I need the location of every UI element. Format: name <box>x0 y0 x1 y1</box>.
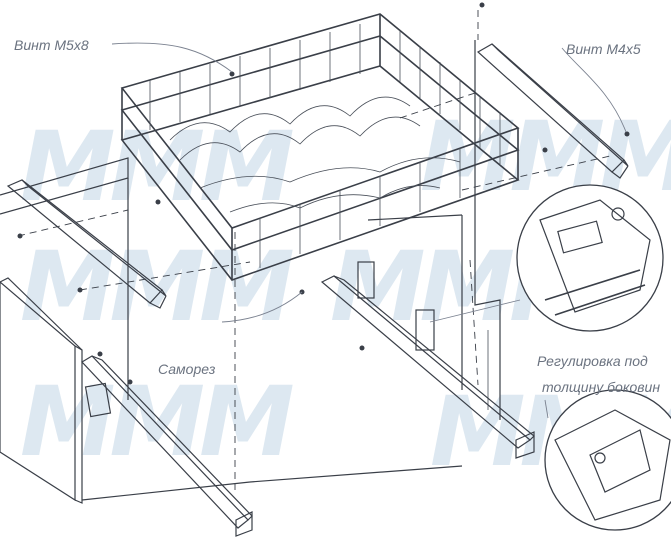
left-mounting-bracket <box>6 179 167 309</box>
screw-icon <box>479 2 485 8</box>
screw-icon <box>17 233 23 239</box>
watermark-logo-2: MMM <box>20 231 293 343</box>
watermark-logo-6: MMM <box>420 101 671 213</box>
detail-circle-lower <box>544 389 671 531</box>
label-self-tapping-screw: Саморез <box>158 361 216 377</box>
screw-icon <box>542 147 548 153</box>
screw-markers <box>17 2 630 385</box>
alignment-lines <box>17 10 611 490</box>
label-screw-m4x5: Винт M4x5 <box>566 41 641 57</box>
leader-lines <box>111 42 627 419</box>
right-mounting-bracket <box>476 43 629 179</box>
screw-icon <box>155 199 161 205</box>
watermark-logo-1: MMM <box>20 111 293 223</box>
screw-icon <box>77 287 83 293</box>
screw-icon <box>229 71 235 77</box>
screw-icon <box>624 131 630 137</box>
magnifier-circle-icon <box>544 389 671 531</box>
label-adjust-line1: Регулировка под <box>537 353 648 369</box>
magnifier-circle-icon <box>516 184 664 332</box>
right-runner-rail <box>320 261 535 459</box>
watermark-logo-3: MMM <box>20 366 293 478</box>
wire-basket <box>120 13 520 281</box>
screw-icon <box>97 351 103 357</box>
detail-circle-upper <box>516 184 664 332</box>
cabinet-frame <box>0 157 463 501</box>
cabinet-right-panel <box>474 40 501 420</box>
screw-icon <box>127 379 133 385</box>
cabinet-left-panel <box>0 277 83 504</box>
left-runner-rail <box>81 355 253 537</box>
label-adjust-line2: толщину боковин <box>542 379 660 395</box>
labels: Винт M5x8 Винт M4x5 Саморез Регулировка … <box>14 37 660 395</box>
screw-icon <box>359 345 365 351</box>
label-screw-m5x8: Винт M5x8 <box>14 37 89 53</box>
